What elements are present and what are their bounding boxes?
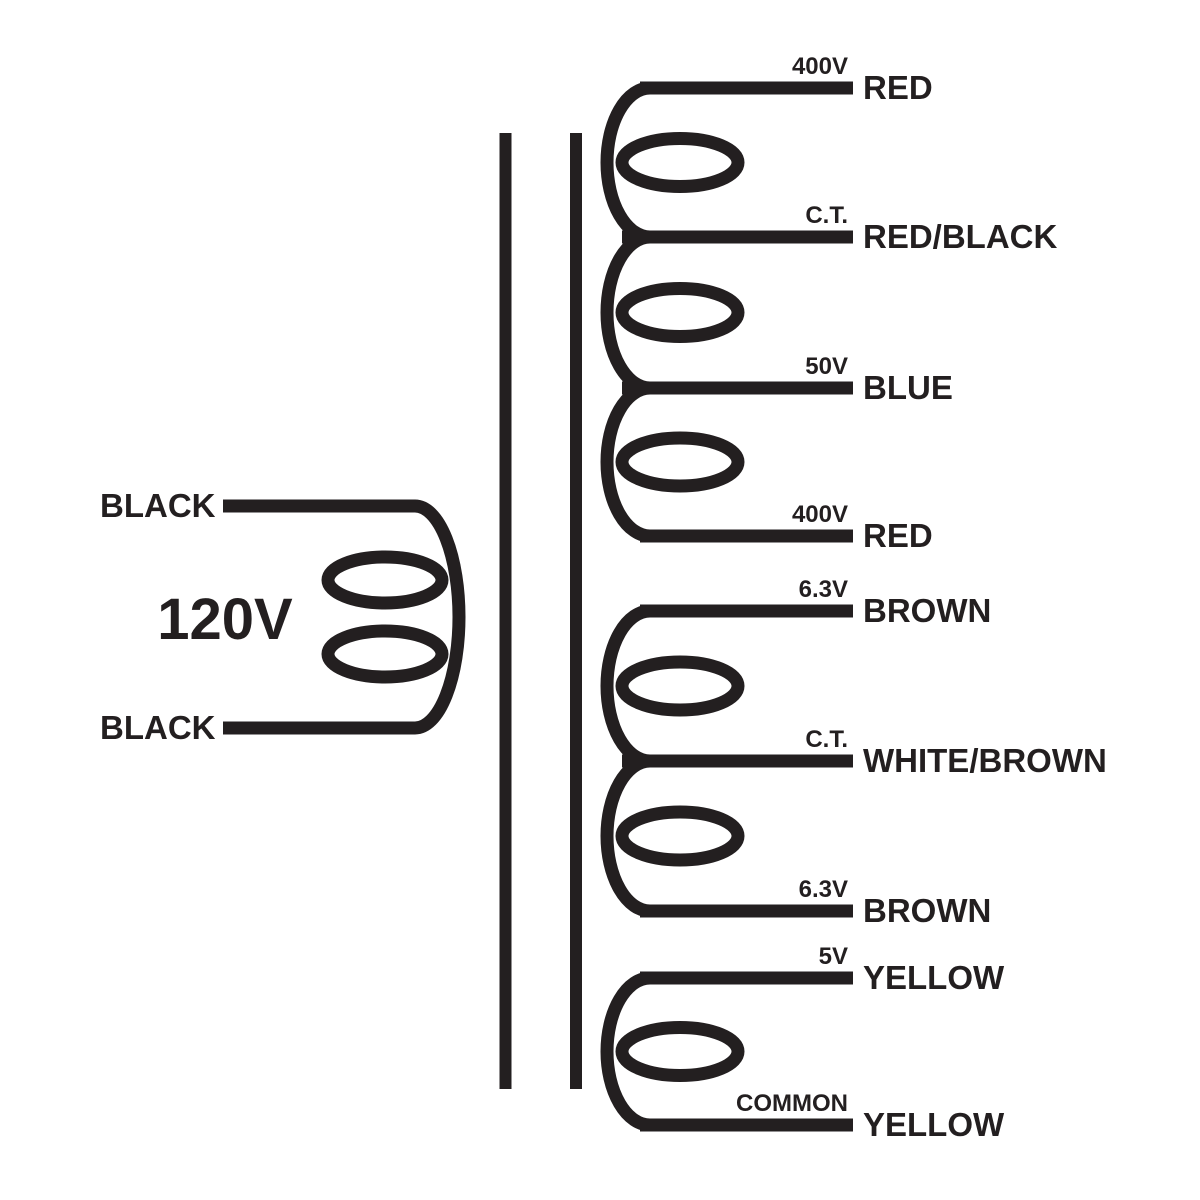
primary-voltage-label: 120V xyxy=(157,587,293,652)
wire-color-label: RED xyxy=(863,517,933,554)
wire-color-label: RED xyxy=(863,69,933,106)
coil-loop xyxy=(615,282,745,343)
tap-voltage-label: 6.3V xyxy=(799,576,848,603)
transformer-core xyxy=(499,133,582,1089)
primary-lead-label: BLACK xyxy=(100,487,216,524)
primary-winding: BLACK BLACK 120V xyxy=(100,487,466,746)
tap-voltage-label: COMMON xyxy=(736,1090,848,1117)
tap-voltage-label: C.T. xyxy=(805,726,848,753)
wire-color-label: BLUE xyxy=(863,369,953,406)
coil-spine-arc xyxy=(600,230,651,395)
secondary-winding-2: 6.3V BROWN C.T. WHITE/BROWN 6.3V BROWN xyxy=(600,576,1107,929)
tap-voltage-label: 50V xyxy=(805,353,848,380)
coil-loop xyxy=(615,1021,745,1082)
primary-coil-loop xyxy=(321,550,449,610)
coil-spine-arc xyxy=(600,604,651,768)
coil-loop xyxy=(615,132,745,193)
secondary-windings: 400V RED C.T. RED/BLACK 50V BLUE 400V RED 6.3V BR… xyxy=(600,53,1107,1143)
tap-voltage-label: 5V xyxy=(819,943,848,970)
wire-color-label: WHITE/BROWN xyxy=(863,742,1107,779)
secondary-winding-1: 400V RED C.T. RED/BLACK 50V BLUE 400V RED xyxy=(600,53,1057,554)
coil-loop xyxy=(615,805,745,867)
coil-loop xyxy=(615,655,745,717)
coil-loop xyxy=(615,431,745,493)
coil-spine-arc xyxy=(600,81,651,244)
primary-lead-label: BLACK xyxy=(100,709,216,746)
primary-coil-loop xyxy=(321,624,449,684)
secondary-winding-3: 5V YELLOW COMMON YELLOW xyxy=(600,943,1005,1143)
coil-spine-arc xyxy=(600,971,651,1132)
wire-color-label: YELLOW xyxy=(863,959,1005,996)
wire-color-label: RED/BLACK xyxy=(863,218,1057,255)
coil-spine-arc xyxy=(600,754,651,918)
wire-color-label: BROWN xyxy=(863,592,991,629)
tap-voltage-label: 6.3V xyxy=(799,876,848,903)
tap-voltage-label: 400V xyxy=(792,501,848,528)
wire-color-label: BROWN xyxy=(863,892,991,929)
tap-voltage-label: 400V xyxy=(792,53,848,80)
coil-spine-arc xyxy=(600,381,651,543)
primary-coil-spine-arc xyxy=(414,499,466,735)
tap-voltage-label: C.T. xyxy=(805,202,848,229)
wire-color-label: YELLOW xyxy=(863,1106,1005,1143)
